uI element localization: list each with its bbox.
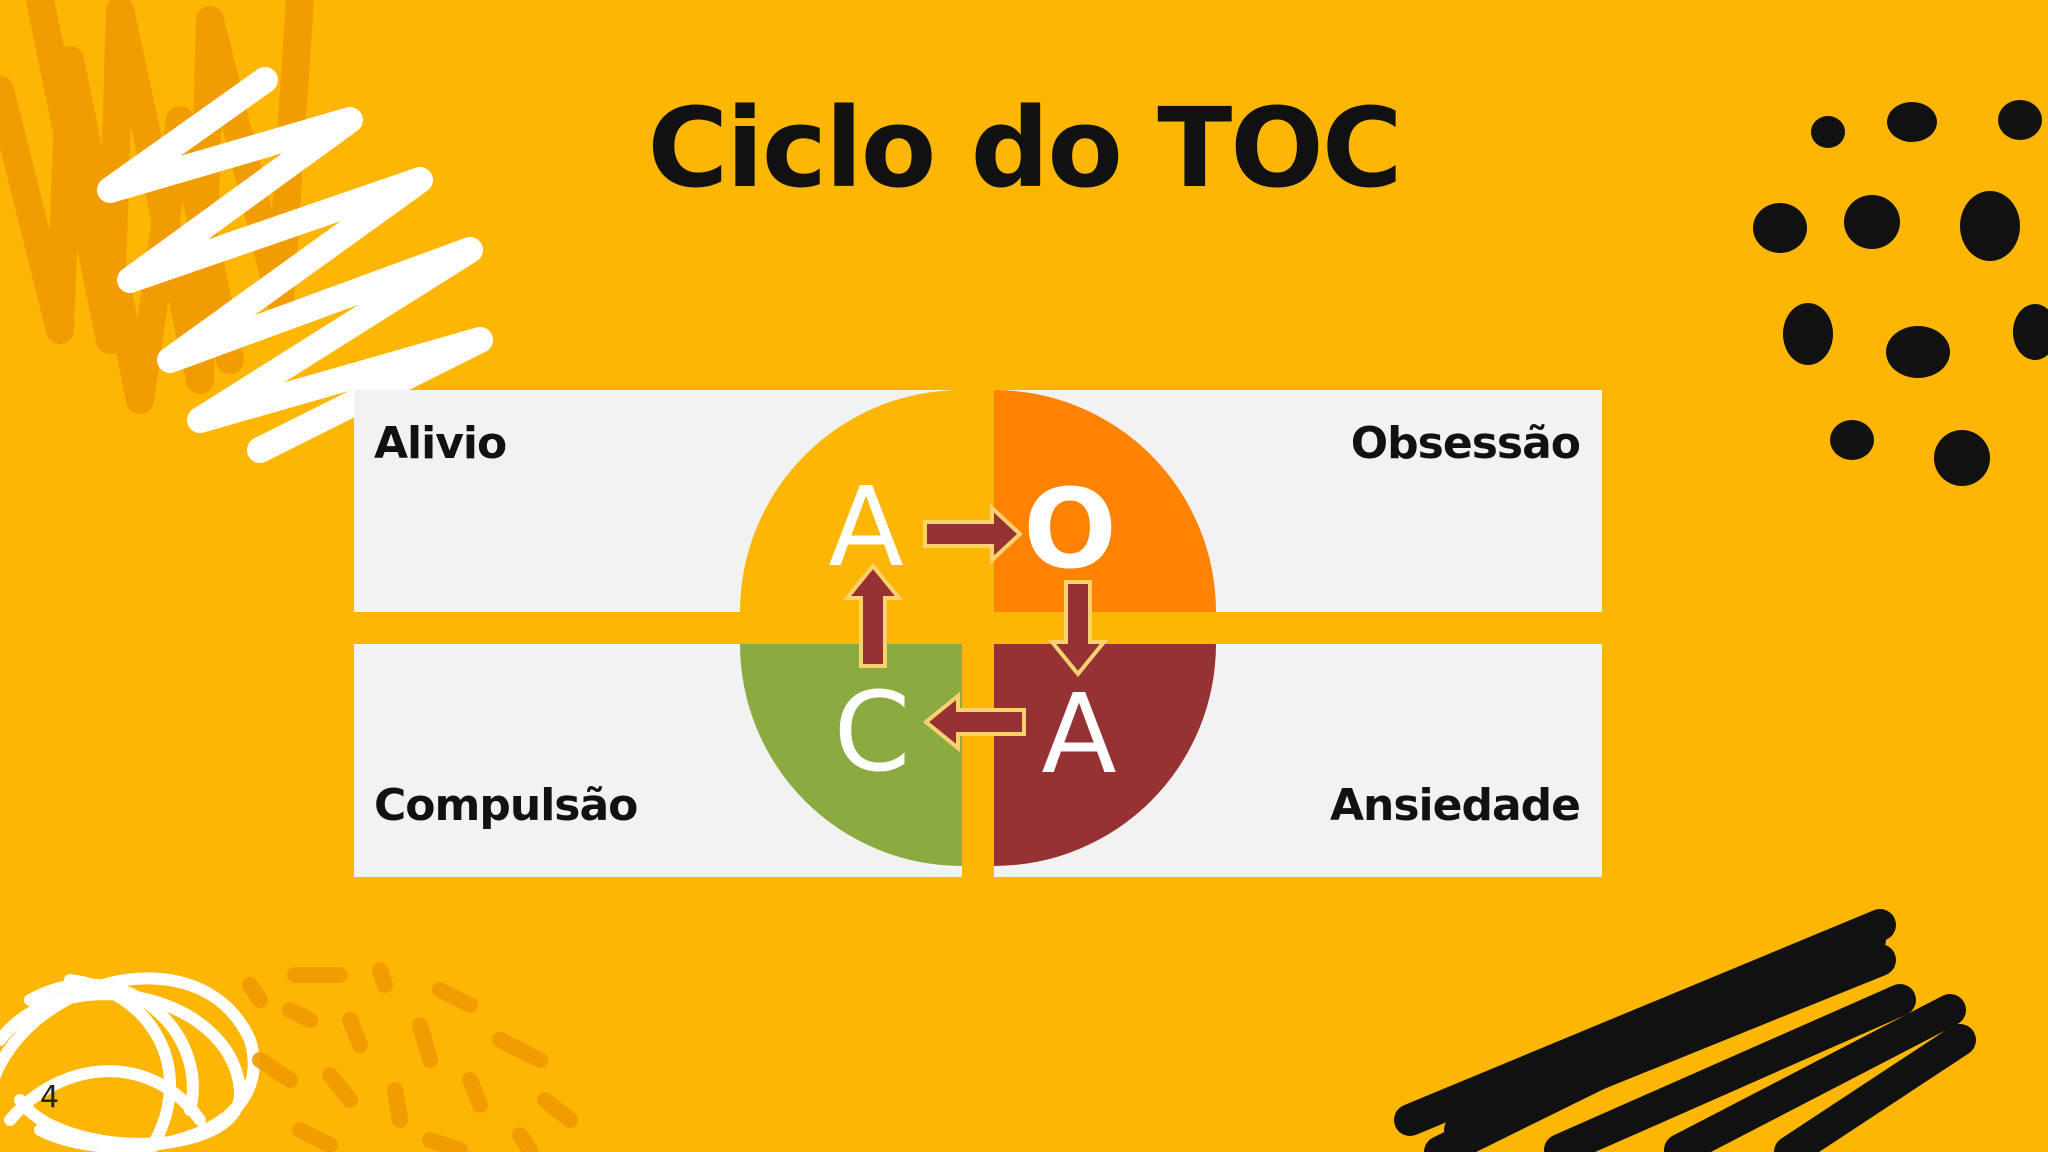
arrow-down (1047, 580, 1109, 678)
quadrant-top-right (994, 390, 1216, 612)
label-obsessao: Obsessão (1350, 418, 1581, 469)
white-scribble-decoration (0, 972, 260, 1152)
arrow-up (842, 562, 904, 668)
letter-a-ansiedade: A (1041, 670, 1116, 798)
orange-dashes-decoration (242, 962, 578, 1152)
letter-o-obsessao: O (1023, 465, 1117, 593)
black-brush-decoration (1394, 909, 1976, 1152)
label-alivio: Alivio (374, 418, 507, 469)
arrow-right (923, 503, 1023, 565)
label-compulsao: Compulsão (374, 780, 638, 831)
slide-title: Ciclo do TOC (647, 84, 1402, 212)
black-dots-decoration (1753, 100, 2048, 486)
quadrant-bottom-left (740, 644, 962, 866)
letter-a-alivio: A (828, 463, 903, 591)
arrow-left (922, 691, 1026, 753)
letter-c-compulsao: C (834, 668, 911, 796)
quadrant-bottom-right (994, 644, 1216, 866)
label-ansiedade: Ansiedade (1329, 780, 1581, 831)
white-zigzag-decoration (97, 67, 493, 463)
slide-number: 4 (40, 1080, 60, 1115)
quadrant-top-left (740, 390, 962, 612)
